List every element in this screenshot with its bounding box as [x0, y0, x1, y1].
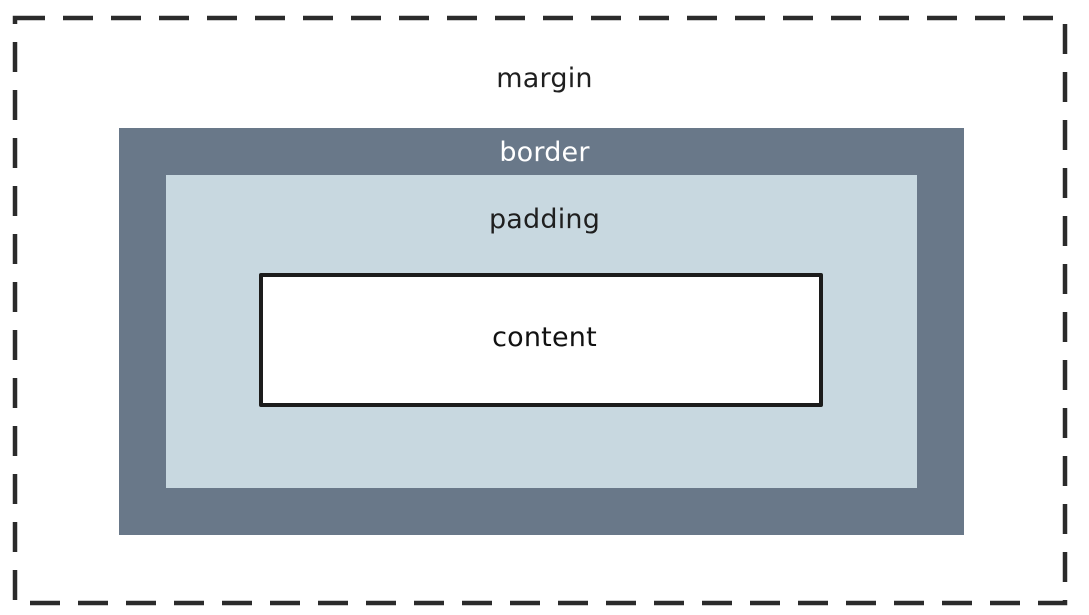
margin-box — [12, 15, 1068, 606]
content-label: content — [492, 322, 597, 353]
content-box — [259, 273, 823, 407]
border-label: border — [499, 137, 590, 168]
padding-label: padding — [488, 204, 601, 235]
margin-label: margin — [496, 63, 593, 94]
